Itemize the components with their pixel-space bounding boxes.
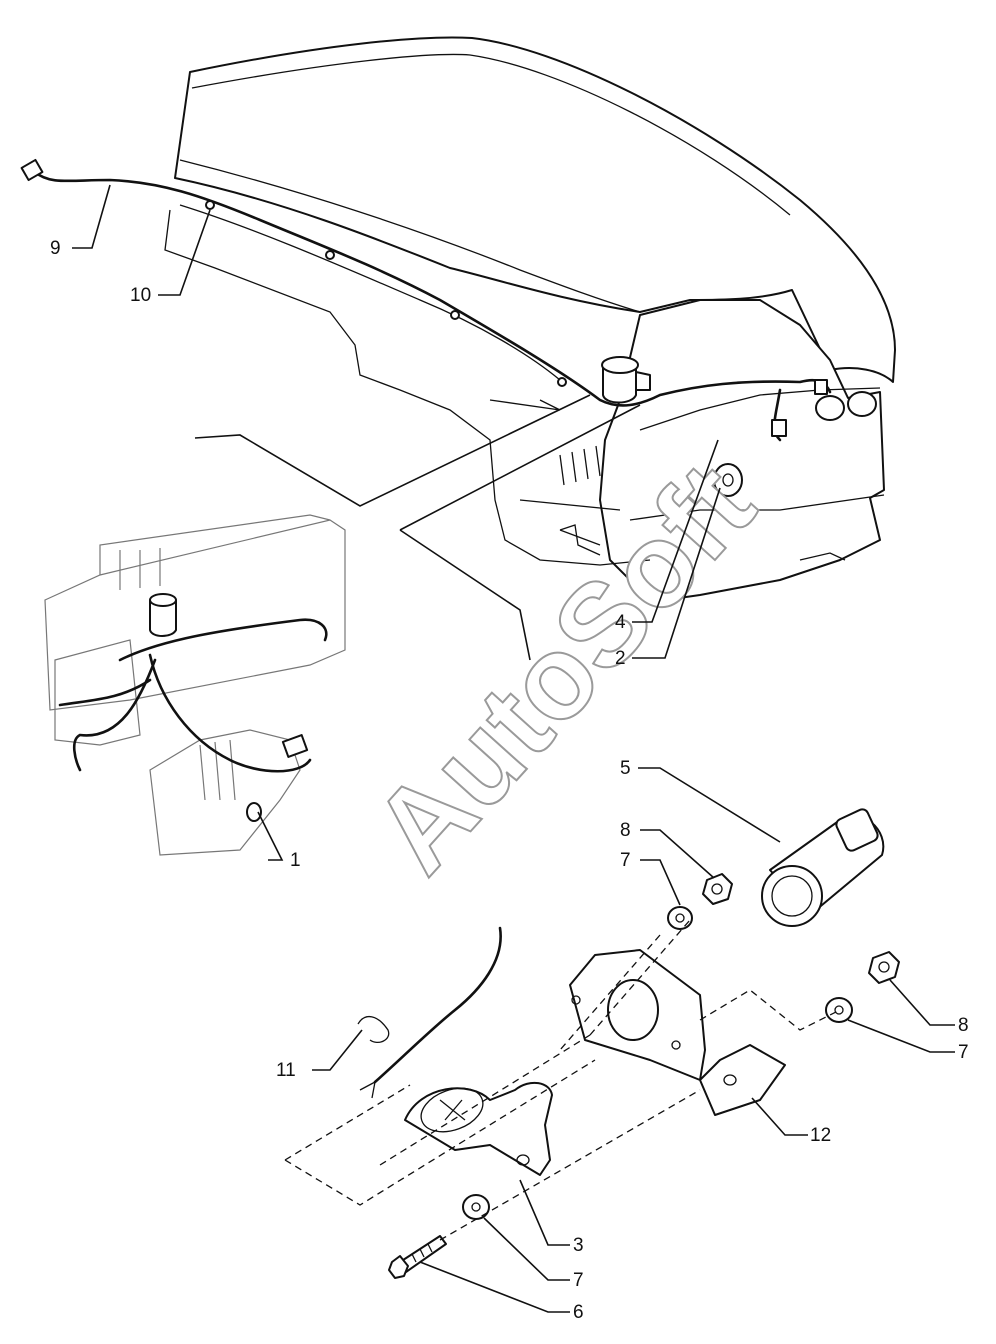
leader-lines xyxy=(72,184,955,1313)
callout-2: 2 xyxy=(615,648,626,669)
tractor-hood xyxy=(20,36,896,601)
callout-7-top: 7 xyxy=(620,850,631,871)
socket-assembly xyxy=(284,808,900,1279)
callout-12: 12 xyxy=(810,1125,831,1146)
callout-7-right: 7 xyxy=(958,1042,969,1063)
callout-3: 3 xyxy=(573,1235,584,1256)
watermark-text: AutoSoft xyxy=(348,439,779,897)
callout-11: 11 xyxy=(276,1060,296,1081)
callout-8-top: 8 xyxy=(620,820,631,841)
callout-6: 6 xyxy=(573,1302,584,1323)
engine-detail xyxy=(44,514,346,856)
callout-9: 9 xyxy=(50,238,61,259)
callout-5: 5 xyxy=(620,758,631,779)
detail-pointer-line-2 xyxy=(399,404,641,661)
callout-10: 10 xyxy=(130,285,151,306)
detail-pointer-line xyxy=(194,394,591,507)
callout-4: 4 xyxy=(615,612,626,633)
callout-7-bottom: 7 xyxy=(573,1270,584,1291)
callout-8-right: 8 xyxy=(958,1015,969,1036)
callout-labels: 9 10 4 2 1 5 8 7 8 7 11 12 3 7 6 xyxy=(50,238,969,1323)
callout-1: 1 xyxy=(290,850,301,871)
